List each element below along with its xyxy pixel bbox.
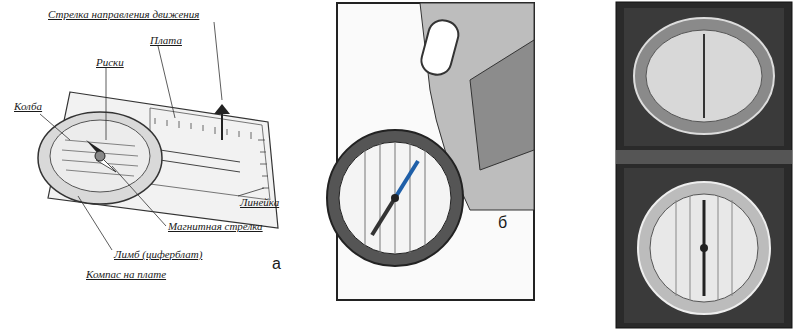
part-label: Стрелка направления движения <box>48 8 199 20</box>
compass-closeup <box>327 3 534 300</box>
part-label: Плата <box>150 34 182 46</box>
part-label: Лимб (циферблат) <box>114 248 202 260</box>
part-label: Колба <box>14 100 42 112</box>
part-label: Компас на плате <box>86 268 166 280</box>
panel-letter: а <box>272 255 281 273</box>
part-label: Магнитная стрелка <box>168 220 263 232</box>
mirror-compass <box>616 2 792 328</box>
leader-lines <box>40 22 264 250</box>
part-label: Линейка <box>240 196 279 208</box>
part-label: Риски <box>96 56 124 68</box>
panel-letter: б <box>498 214 507 232</box>
